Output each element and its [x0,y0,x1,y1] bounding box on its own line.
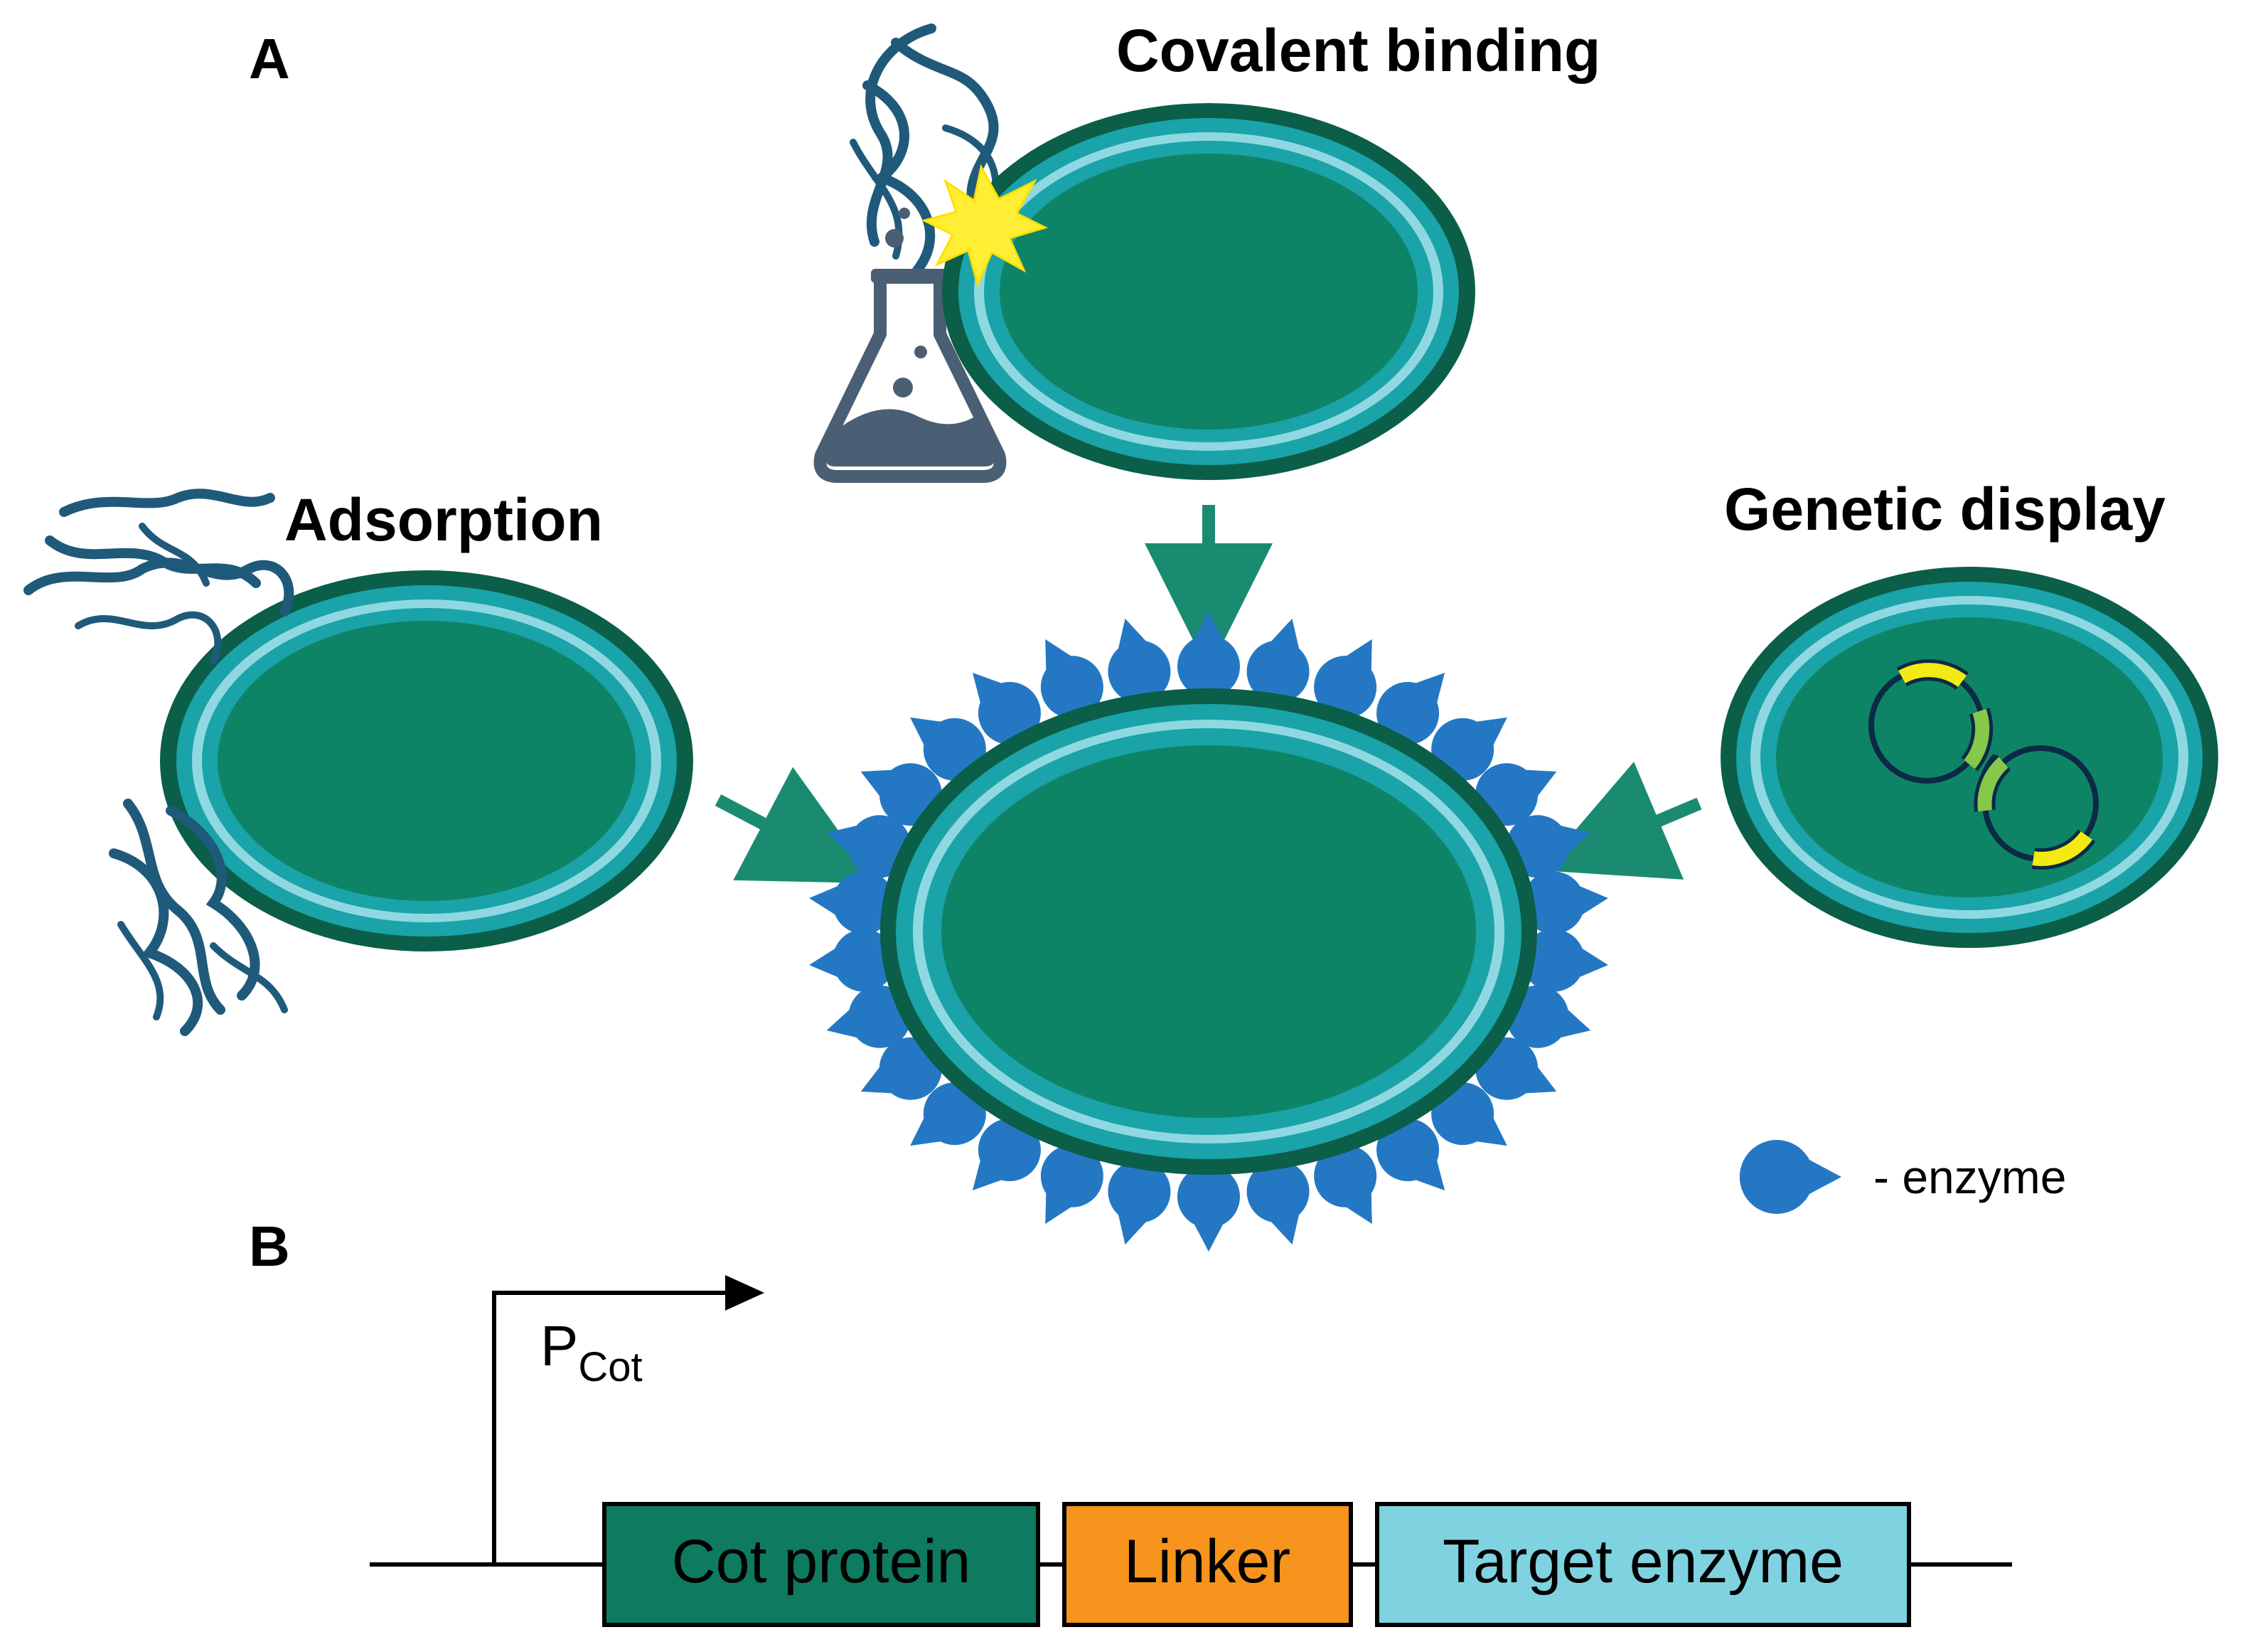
enzyme-legend-label: - enzyme [1873,1151,2066,1203]
enzyme-icon [860,763,942,826]
enzyme-icon [1040,639,1103,719]
cot-protein-box [602,1502,1040,1627]
enzyme-icon [910,1082,986,1146]
enzyme-icon [1314,1144,1377,1225]
enzyme-icon [1521,871,1608,934]
genetic-display-title: Genetic display [1724,476,2166,543]
flow-arrows [715,505,1702,884]
enzyme-icon [1521,929,1608,992]
enzyme-icon [1376,1119,1445,1191]
genetic-display-group: Genetic display [1721,476,2218,948]
enzyme-icon [1506,985,1591,1048]
protein-structure-icon [23,489,294,665]
plasmid-icon [1868,659,1994,784]
enzyme-icon [1108,1160,1171,1245]
enzyme-icon [1246,1160,1310,1245]
enzyme-icon [1376,672,1445,745]
adsorption-title: Adsorption [284,486,603,553]
panel-b-label: B [249,1215,290,1278]
enzyme-icon [1314,639,1377,719]
adsorption-group: Adsorption [23,486,693,1036]
target-enzyme-box [1375,1502,1911,1627]
enzyme-icon [826,985,911,1048]
enzyme-icon [826,815,911,878]
enzyme-icon [1108,618,1171,703]
enzyme-icon [1475,1037,1557,1100]
cot-protein-label: Cot protein [672,1527,971,1596]
arrow-genetic-to-center [1541,762,1702,880]
gene-construct: PCot Cot protein Linker Target enzyme [370,1275,2012,1627]
enzyme-icon [972,672,1041,745]
enzyme-icon [1506,815,1591,878]
enzyme-icon [809,929,896,992]
reaction-burst-icon [921,164,1049,288]
plasmid-icon [1974,745,2099,870]
protein-structure-icon [850,23,1000,275]
promoter-arrow [492,1291,725,1564]
protein-structure-icon [109,799,288,1036]
enzyme-icon [1040,1144,1103,1225]
target-enzyme-label: Target enzyme [1443,1527,1844,1596]
promoter-label: PCot [540,1314,643,1390]
covalent-binding-title: Covalent binding [1116,17,1600,84]
flask-icon [813,208,1007,483]
enzyme-icon [910,717,986,781]
enzyme-icon [860,1037,942,1100]
enzyme-icon [1246,618,1310,703]
arrow-adsorption-to-center [715,767,877,884]
enzyme-coated-spore-group [809,612,1608,1252]
enzyme-icon [1431,717,1507,781]
enzyme-ring [809,612,1608,1252]
covalent-binding-group: Covalent binding [813,17,1600,483]
linker-label: Linker [1124,1527,1290,1596]
enzyme-legend-icon [1739,1140,1841,1214]
enzyme-icon [1177,1165,1240,1252]
enzyme-icon [1177,612,1240,698]
enzyme-icon [1475,763,1557,826]
legend: - enzyme [1739,1140,2066,1214]
enzyme-icon [972,1119,1041,1191]
enzyme-icon [809,871,896,934]
linker-box [1062,1502,1353,1627]
enzyme-icon [1431,1082,1507,1146]
panel-a-label: A [249,27,290,90]
